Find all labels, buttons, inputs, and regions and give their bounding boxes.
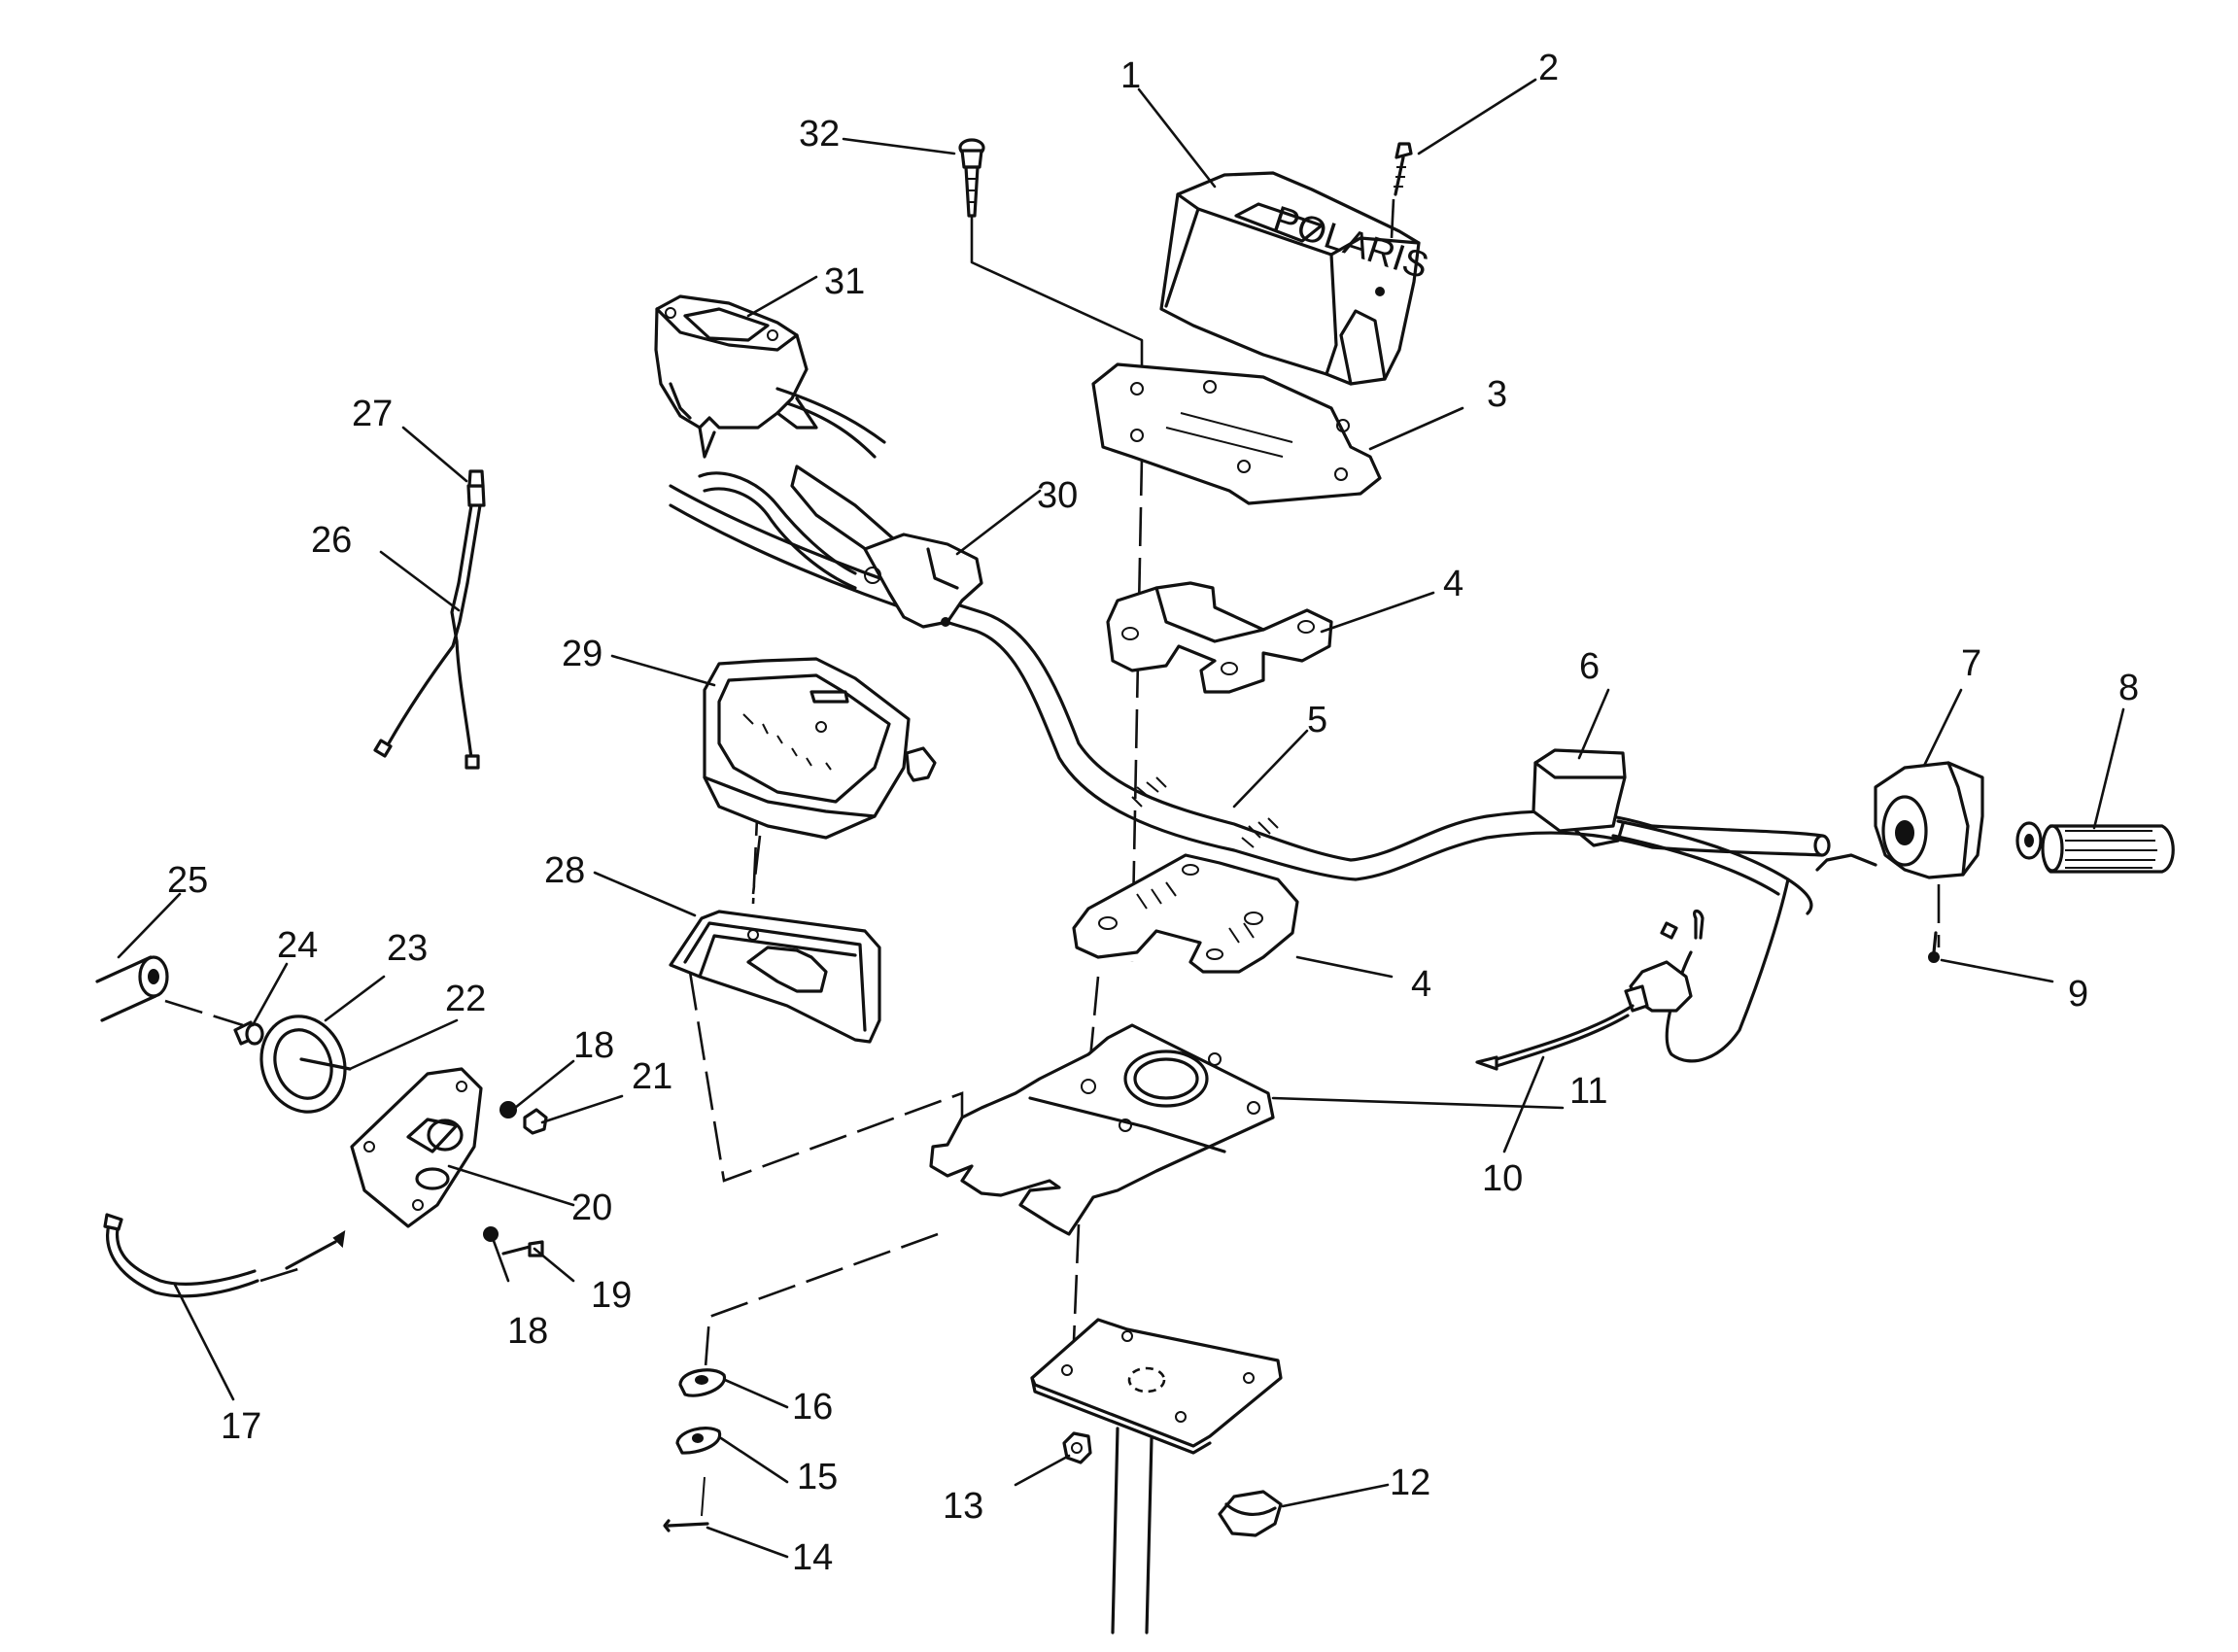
callout-31: 31 bbox=[824, 261, 865, 302]
handlebar-part-5 bbox=[669, 484, 1831, 881]
leader-lines bbox=[117, 78, 2125, 1559]
cable-part-17 bbox=[103, 1213, 259, 1298]
callout-5: 5 bbox=[1307, 700, 1327, 740]
grommet-parts-22-23-24 bbox=[233, 1015, 352, 1114]
steering-post-plate bbox=[1030, 1318, 1283, 1635]
throttle-housing-part-7 bbox=[1815, 761, 1984, 879]
switch-block-part-6 bbox=[1532, 748, 1627, 847]
throttle-cable-part-10 bbox=[1475, 819, 1813, 1071]
callout-17: 17 bbox=[221, 1406, 261, 1447]
callout-26: 26 bbox=[311, 520, 352, 561]
callout-18-lower: 18 bbox=[507, 1311, 548, 1352]
callout-27: 27 bbox=[352, 394, 393, 434]
callout-24: 24 bbox=[277, 925, 318, 966]
callout-23: 23 bbox=[387, 928, 428, 969]
callout-20: 20 bbox=[571, 1187, 612, 1228]
brake-lever-part-30 bbox=[698, 465, 983, 629]
callout-25: 25 bbox=[167, 860, 208, 901]
callout-1: 1 bbox=[1120, 55, 1141, 96]
handlebar-cover-part-1: POLARIS bbox=[1159, 171, 1433, 386]
callout-18-upper: 18 bbox=[573, 1025, 614, 1066]
grip-part-8 bbox=[2015, 821, 2175, 874]
callout-30: 30 bbox=[1037, 475, 1078, 516]
bolt-part-32 bbox=[958, 138, 985, 218]
callout-4-upper: 4 bbox=[1443, 564, 1463, 604]
callout-10: 10 bbox=[1482, 1158, 1523, 1199]
callout-15: 15 bbox=[797, 1457, 838, 1497]
switch-housing-part-20 bbox=[350, 1067, 483, 1228]
cover-screw-part-2 bbox=[1390, 142, 1413, 239]
callout-4-lower: 4 bbox=[1411, 964, 1431, 1005]
callout-13: 13 bbox=[943, 1486, 983, 1527]
callout-28: 28 bbox=[544, 850, 585, 891]
callout-6: 6 bbox=[1579, 646, 1600, 687]
callout-numbers: 1 2 3 4 5 6 7 8 4 9 11 10 12 13 14 15 16… bbox=[167, 48, 2139, 1578]
upper-clamp-part-4 bbox=[1106, 581, 1333, 694]
callout-29: 29 bbox=[562, 634, 603, 674]
fastener-parts-14-15-16 bbox=[663, 1368, 726, 1532]
screw-part-9 bbox=[1928, 931, 1940, 963]
callout-14: 14 bbox=[792, 1537, 833, 1578]
top-plate-part-3 bbox=[1091, 362, 1382, 505]
lower-clamp-part-4 bbox=[1072, 853, 1299, 974]
mounting-bracket-part-11 bbox=[929, 1023, 1275, 1236]
callout-2: 2 bbox=[1538, 48, 1559, 88]
hose-clamp-part-12 bbox=[1218, 1490, 1283, 1537]
callout-11: 11 bbox=[1569, 1071, 1607, 1112]
callout-3: 3 bbox=[1487, 374, 1507, 415]
bushing-part-25 bbox=[95, 955, 169, 1022]
callout-19: 19 bbox=[591, 1275, 632, 1316]
nut-part-13 bbox=[1062, 1431, 1092, 1464]
callout-7: 7 bbox=[1961, 643, 1981, 684]
callout-16: 16 bbox=[792, 1387, 833, 1428]
callout-12: 12 bbox=[1390, 1463, 1430, 1503]
callout-21: 21 bbox=[632, 1056, 672, 1097]
callout-9: 9 bbox=[2068, 974, 2088, 1015]
callout-22: 22 bbox=[445, 979, 486, 1019]
speedo-housing-part-28 bbox=[669, 910, 881, 1044]
callout-32: 32 bbox=[799, 114, 840, 155]
callout-8: 8 bbox=[2118, 668, 2139, 708]
speedometer-part-29 bbox=[703, 657, 937, 895]
brake-master-cylinder-part-31 bbox=[654, 294, 886, 459]
wiring-harness-part-26-27 bbox=[373, 469, 486, 770]
